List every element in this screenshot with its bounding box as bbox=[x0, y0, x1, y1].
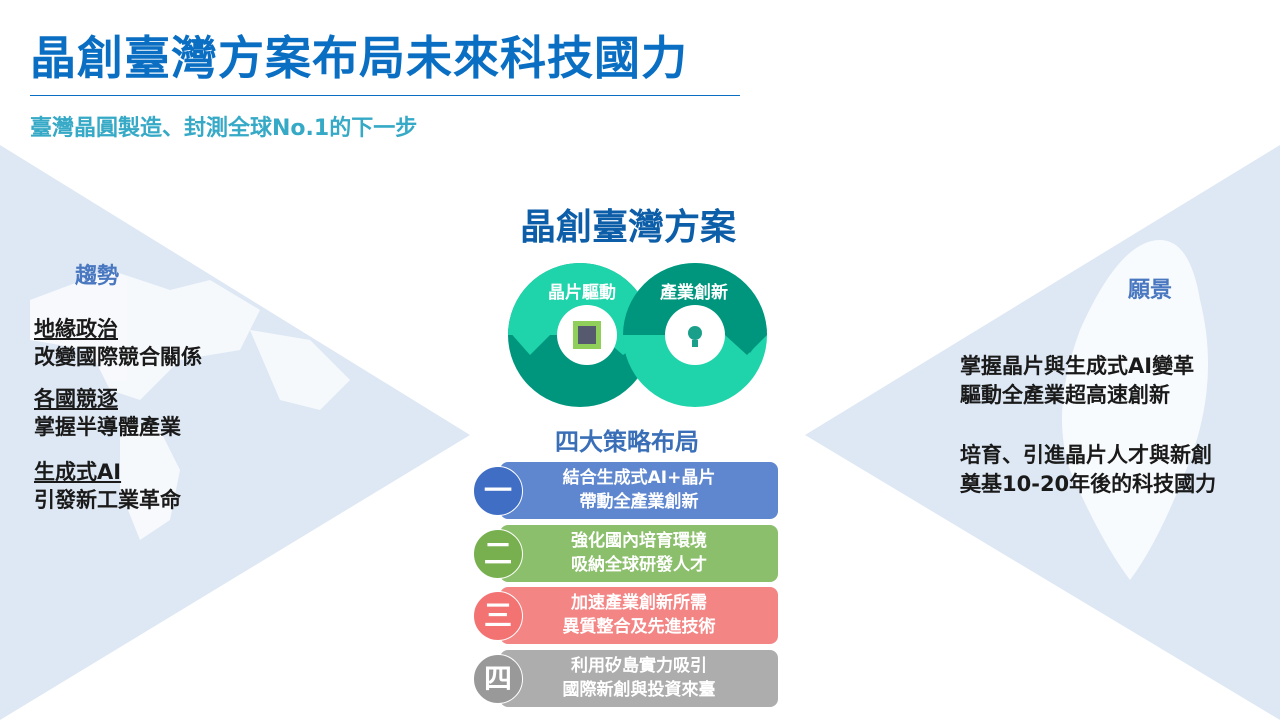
taiwan-map-icon bbox=[1062, 240, 1208, 580]
page-subtitle: 臺灣晶圓製造、封測全球No.1的下一步 bbox=[30, 116, 418, 141]
page-title: 晶創臺灣方案布局未來科技國力 bbox=[30, 31, 688, 85]
vision-line: 掌握晶片與生成式AI變革 bbox=[960, 354, 1195, 378]
trend-title: 生成式AI bbox=[34, 460, 122, 484]
vision-item: 培育、引進晶片人才與新創奠基10-20年後的科技國力 bbox=[960, 441, 1216, 499]
strategy-card: 結合生成式AI+晶片帶動全產業創新 bbox=[500, 462, 778, 519]
trend-item: 生成式AI 引發新工業革命 bbox=[34, 458, 181, 514]
vision-heading: 願景 bbox=[1128, 278, 1173, 303]
strategy-line: 加速產業創新所需 bbox=[571, 593, 707, 613]
strategy-line: 利用矽島實力吸引 bbox=[571, 656, 707, 676]
strategy-card: 利用矽島實力吸引國際新創與投資來臺 bbox=[500, 650, 778, 707]
trend-heading: 趨勢 bbox=[75, 264, 120, 289]
trend-item: 各國競逐掌握半導體產業 bbox=[34, 385, 181, 441]
vision-item: 掌握晶片與生成式AI變革驅動全產業超高速創新 bbox=[960, 352, 1194, 410]
plan-title: 晶創臺灣方案 bbox=[520, 207, 737, 248]
title-divider bbox=[30, 95, 740, 96]
strategy-line: 強化國內培育環境 bbox=[571, 531, 707, 551]
loop-label-innovation: 產業創新 bbox=[660, 283, 728, 303]
infinity-loop-graphic bbox=[508, 263, 767, 407]
strategy-line: 異質整合及先進技術 bbox=[562, 617, 716, 637]
strategy-line: 結合生成式AI+晶片 bbox=[562, 468, 716, 488]
strategy-number: 四 bbox=[473, 654, 523, 704]
strategy-line: 帶動全產業創新 bbox=[579, 492, 699, 512]
loop-label-chip: 晶片驅動 bbox=[548, 283, 616, 303]
vision-line: 培育、引進晶片人才與新創 bbox=[960, 443, 1212, 467]
strategy-card: 強化國內培育環境吸納全球研發人才 bbox=[500, 525, 778, 582]
trend-text: 引發新工業革命 bbox=[34, 488, 181, 512]
trend-title: 各國競逐 bbox=[34, 387, 118, 411]
strategy-card: 加速產業創新所需異質整合及先進技術 bbox=[500, 587, 778, 644]
strategy-line: 吸納全球研發人才 bbox=[571, 555, 707, 575]
strategy-number: 三 bbox=[473, 591, 523, 641]
vision-line: 奠基10-20年後的科技國力 bbox=[960, 472, 1217, 496]
strategy-heading: 四大策略布局 bbox=[555, 428, 699, 456]
world-map-icon bbox=[30, 270, 350, 540]
strategy-number: 二 bbox=[473, 529, 523, 579]
trend-text: 掌握半導體產業 bbox=[34, 415, 181, 439]
strategy-number: 一 bbox=[473, 466, 523, 516]
trend-item: 地緣政治改變國際競合關係 bbox=[34, 315, 202, 371]
trend-text: 改變國際競合關係 bbox=[34, 345, 202, 369]
vision-line: 驅動全產業超高速創新 bbox=[960, 383, 1170, 407]
strategy-line: 國際新創與投資來臺 bbox=[562, 680, 716, 700]
trend-title: 地緣政治 bbox=[34, 317, 118, 341]
